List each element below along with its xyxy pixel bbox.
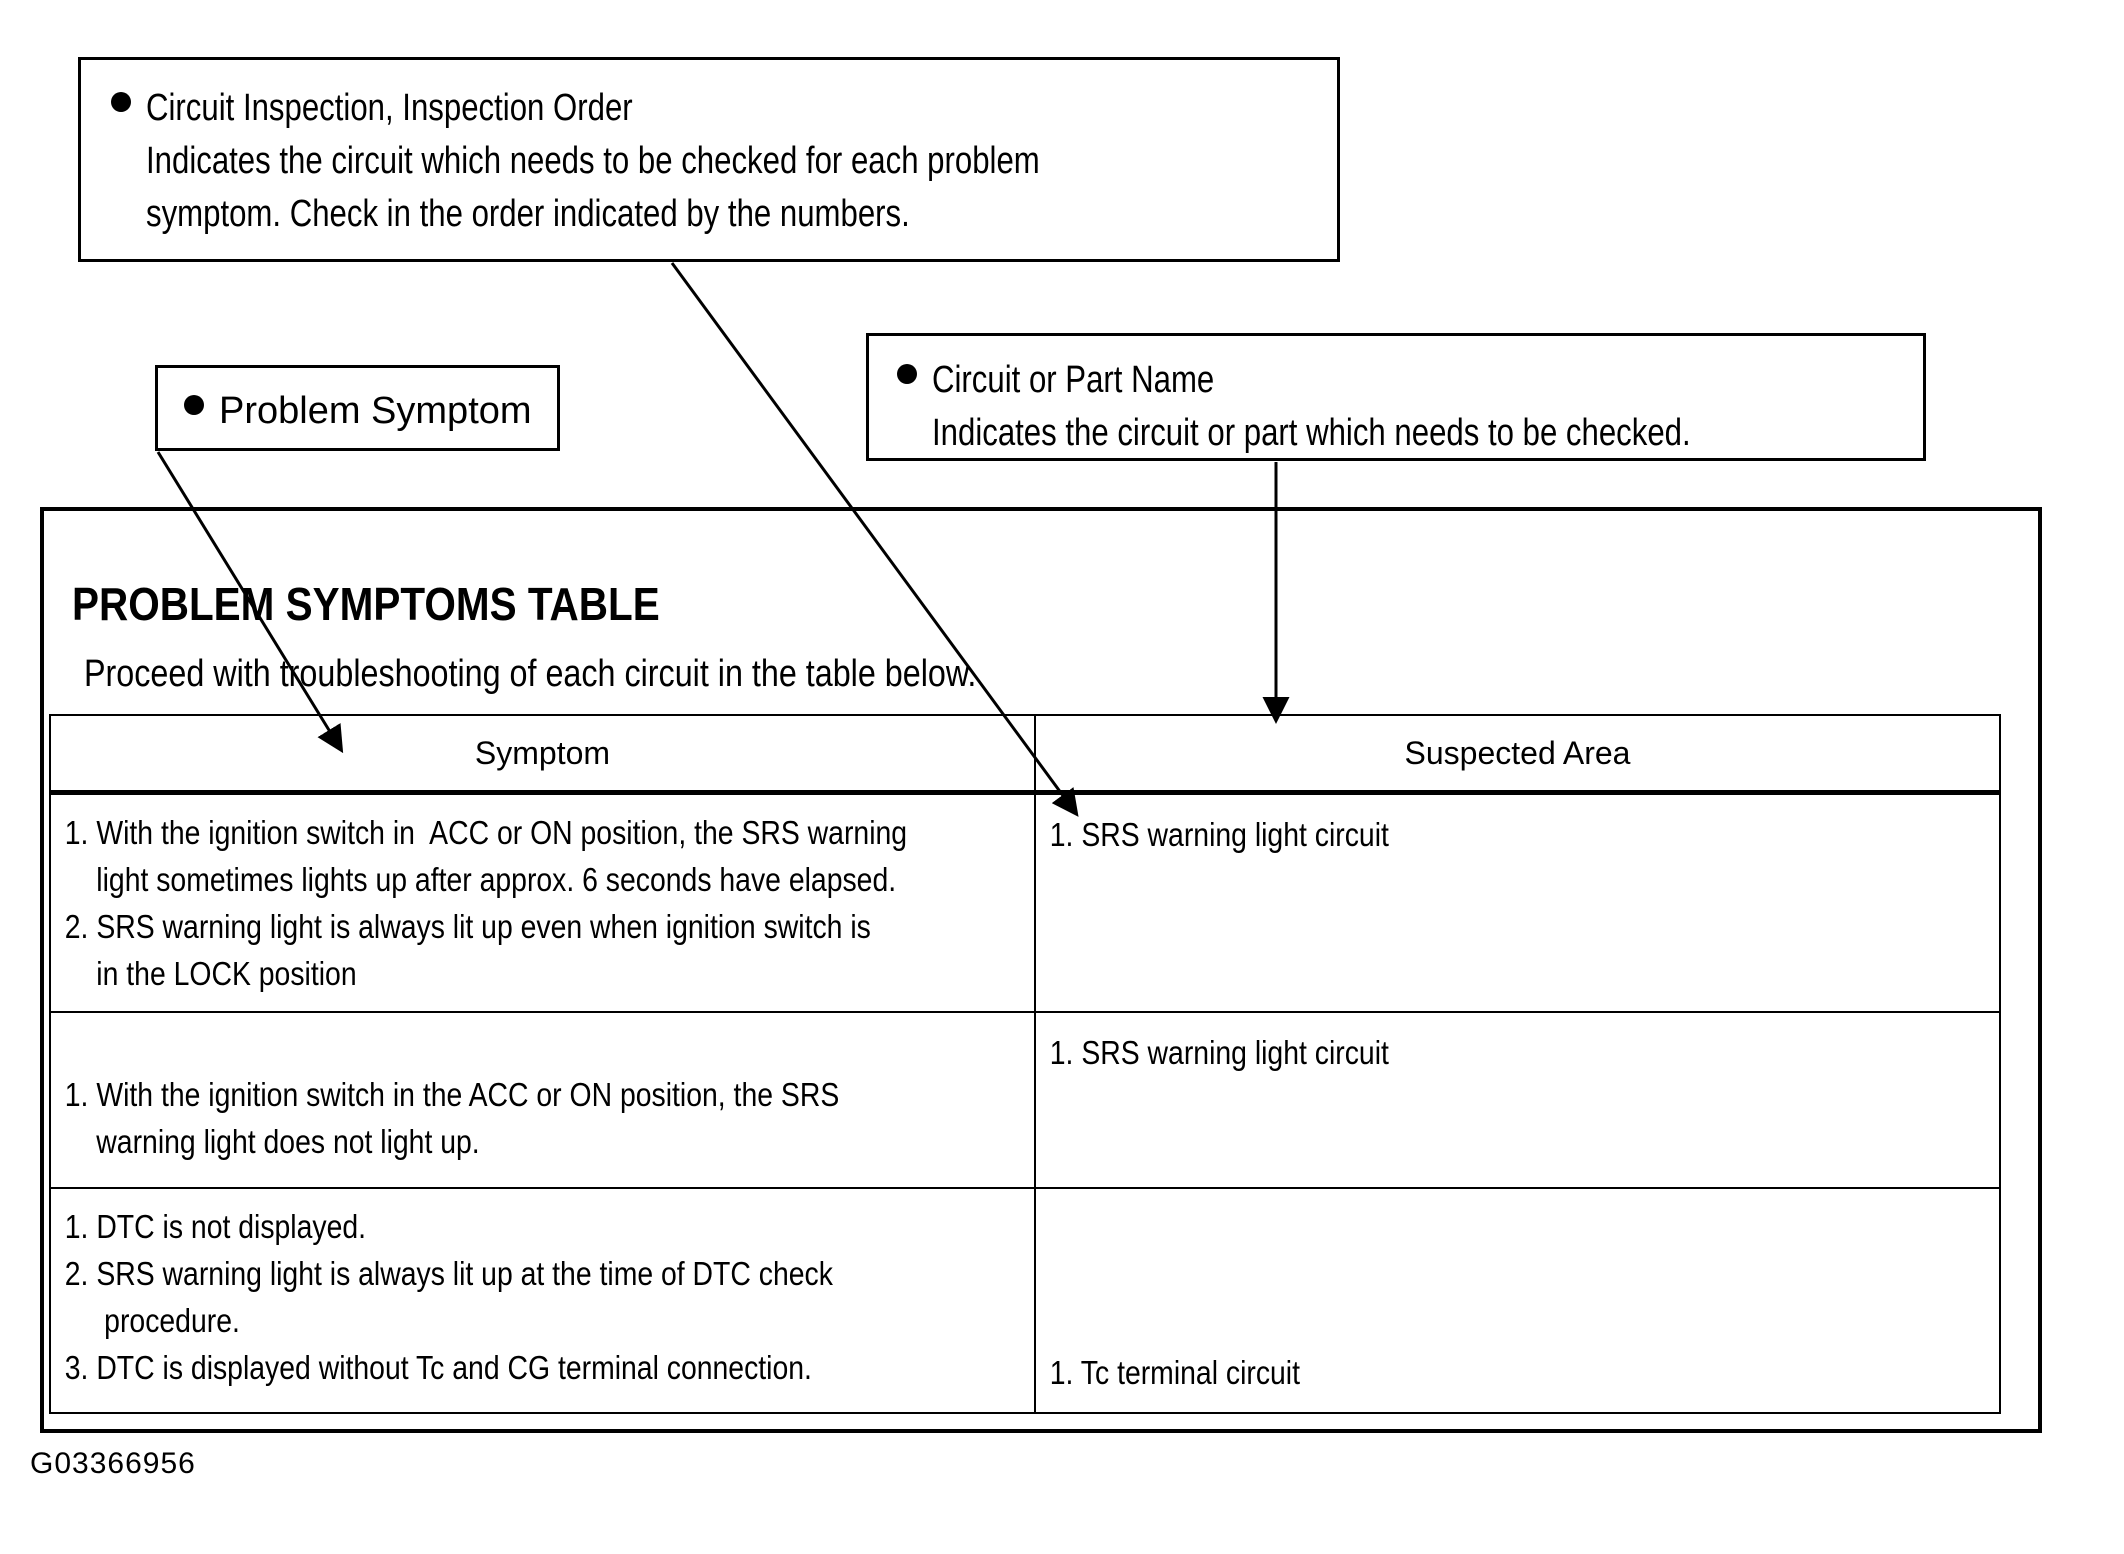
column-header-suspected-area-label: Suspected Area [1404,735,1631,771]
cell-symptom: 1. DTC is not displayed. 2. SRS warning … [49,1187,1036,1414]
symptom-line: procedure. [64,1302,240,1339]
callout-body-line: Indicates the circuit which needs to be … [146,140,1040,182]
callout-box-circuit-or-part-name: Circuit or Part Name Indicates the circu… [866,333,1926,461]
callout-box-problem-symptom: Problem Symptom [155,365,560,451]
cell-suspected-area: 1. SRS warning light circuit [1034,1011,2001,1189]
column-header-symptom-label: Symptom [474,735,611,771]
problem-symptoms-panel: PROBLEM SYMPTOMS TABLE Proceed with trou… [40,507,2042,1433]
table-row: 1. With the ignition switch in the ACC o… [49,1011,2001,1189]
callout-title-problem-symptom: Problem Symptom [219,390,532,432]
cell-symptom: 1. With the ignition switch in the ACC o… [49,1011,1036,1189]
table-row: 1. DTC is not displayed. 2. SRS warning … [49,1187,2001,1414]
figure-code: G03366956 [30,1447,196,1480]
symptom-line: warning light does not light up. [64,1123,480,1160]
cell-suspected-area: 1. Tc terminal circuit [1034,1187,2001,1414]
symptom-line: 2. SRS warning light is always lit up at… [64,1255,833,1292]
symptom-line: 1. DTC is not displayed. [64,1208,367,1245]
symptom-line: 1. With the ignition switch in the ACC o… [64,1076,840,1113]
problem-symptoms-table: Symptom Suspected Area 1. With the ignit… [49,714,2001,1414]
page-title: PROBLEM SYMPTOMS TABLE [72,578,660,630]
table-row: 1. With the ignition switch in ACC or ON… [49,791,2001,1013]
suspected-area-line: 1. Tc terminal circuit [1049,1354,1301,1391]
cell-symptom: 1. With the ignition switch in ACC or ON… [49,791,1036,1013]
callout-box-inspection-order: Circuit Inspection, Inspection Order Ind… [78,57,1340,262]
bullet-dot-icon [897,364,917,384]
callout-body-line: Indicates the circuit or part which need… [932,412,1691,454]
callout-bullet-row: Circuit or Part Name [897,354,1923,407]
column-header-suspected-area: Suspected Area [1034,714,2001,795]
bullet-dot-icon [111,92,131,112]
symptom-line: 3. DTC is displayed without Tc and CG te… [64,1349,812,1386]
table-header-row: Symptom Suspected Area [49,714,2001,795]
callout-body-line: symptom. Check in the order indicated by… [146,193,910,235]
callout-bullet-row: Problem Symptom [184,385,557,438]
suspected-area-line: 1. SRS warning light circuit [1049,816,1389,853]
callout-title-circuit-or-part-name: Circuit or Part Name [932,359,1215,401]
callout-title-inspection-order: Circuit Inspection, Inspection Order [146,87,633,129]
symptom-line: in the LOCK position [64,955,357,992]
panel-subtitle: Proceed with troubleshooting of each cir… [84,653,977,695]
callout-bullet-row: Circuit Inspection, Inspection Order [111,82,1337,135]
column-header-symptom: Symptom [49,714,1036,795]
symptom-line: light sometimes lights up after approx. … [64,861,897,898]
suspected-area-line: 1. SRS warning light circuit [1049,1034,1389,1071]
symptom-line: 2. SRS warning light is always lit up ev… [64,908,871,945]
cell-suspected-area: 1. SRS warning light circuit [1034,791,2001,1013]
symptom-line: 1. With the ignition switch in ACC or ON… [64,814,908,851]
bullet-dot-icon [184,395,204,415]
